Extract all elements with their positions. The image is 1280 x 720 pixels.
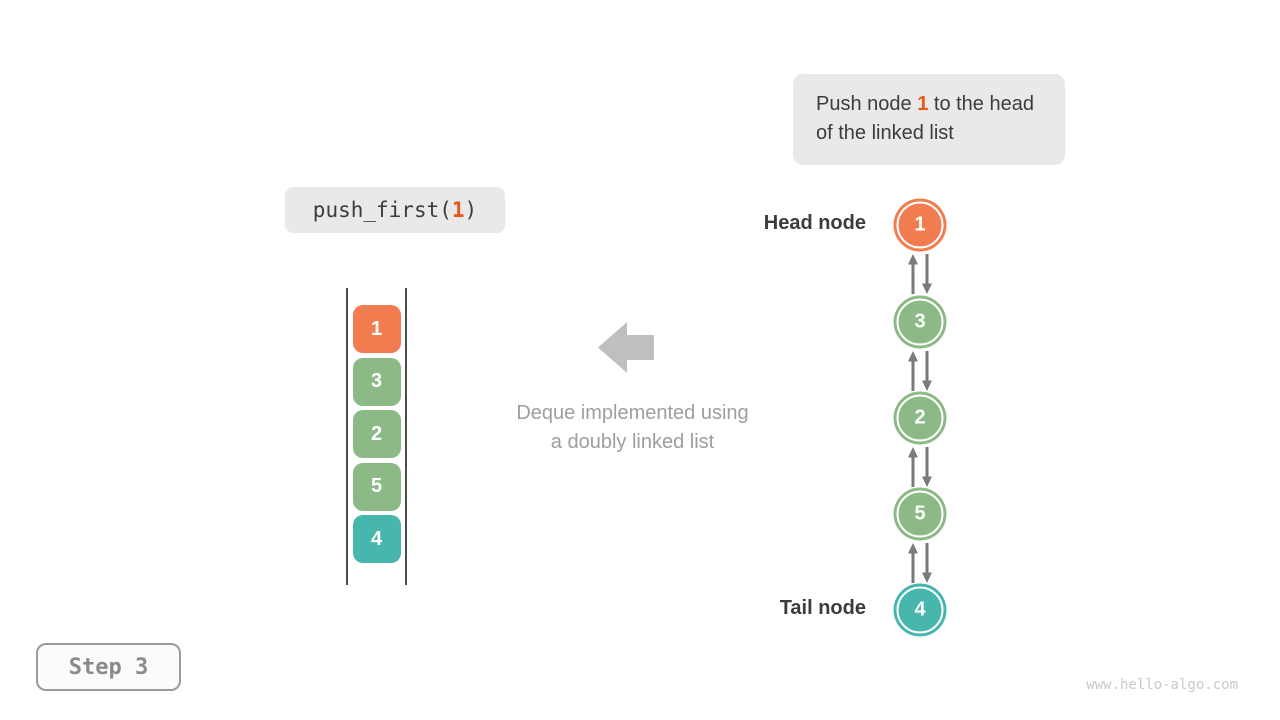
stack-cell: 1: [352, 305, 401, 353]
list-node: 5: [896, 490, 944, 538]
instruction-text-suffix: to the head of the linked list: [816, 93, 1034, 144]
tail-node-label: Tail node: [779, 597, 866, 619]
deque-caption: Deque implemented using a doubly linked …: [450, 399, 815, 457]
caption-line-2: a doubly linked list: [550, 431, 715, 453]
instruction-highlight-value: 1: [917, 93, 929, 115]
bidirectional-arrows-icon: [908, 542, 932, 583]
stack-cell: 5: [352, 462, 401, 511]
code-highlight-value: 1: [451, 198, 465, 222]
bidirectional-arrows-icon: [908, 254, 932, 294]
instruction-box: Push node 1 to the head of the linked li…: [793, 74, 1065, 165]
list-node: 1: [896, 201, 944, 249]
stack-cell: 2: [352, 410, 401, 458]
watermark: www.hello-algo.com: [1086, 677, 1238, 693]
code-box: push_first(1): [285, 187, 505, 233]
list-node: 3: [896, 298, 944, 346]
stack-cell: 4: [352, 515, 401, 563]
step-label: Step 3: [68, 654, 149, 680]
bidirectional-arrows-icon: [908, 350, 932, 391]
head-node-label: Head node: [763, 212, 866, 234]
deque-stack: 1 3 2 5 4: [346, 288, 407, 585]
bidirectional-arrows-icon: [908, 446, 932, 487]
caption-line-1: Deque implemented using: [516, 402, 749, 424]
stack-cell: 3: [352, 357, 401, 406]
list-node: 2: [896, 394, 944, 442]
code-text-prefix: push_first(: [312, 198, 452, 222]
code-text-suffix: ): [464, 198, 478, 222]
instruction-text-prefix: Push node: [816, 93, 918, 115]
left-block-arrow-icon: [598, 322, 654, 373]
step-badge: Step 3: [36, 643, 181, 691]
list-node: 4: [896, 586, 944, 634]
